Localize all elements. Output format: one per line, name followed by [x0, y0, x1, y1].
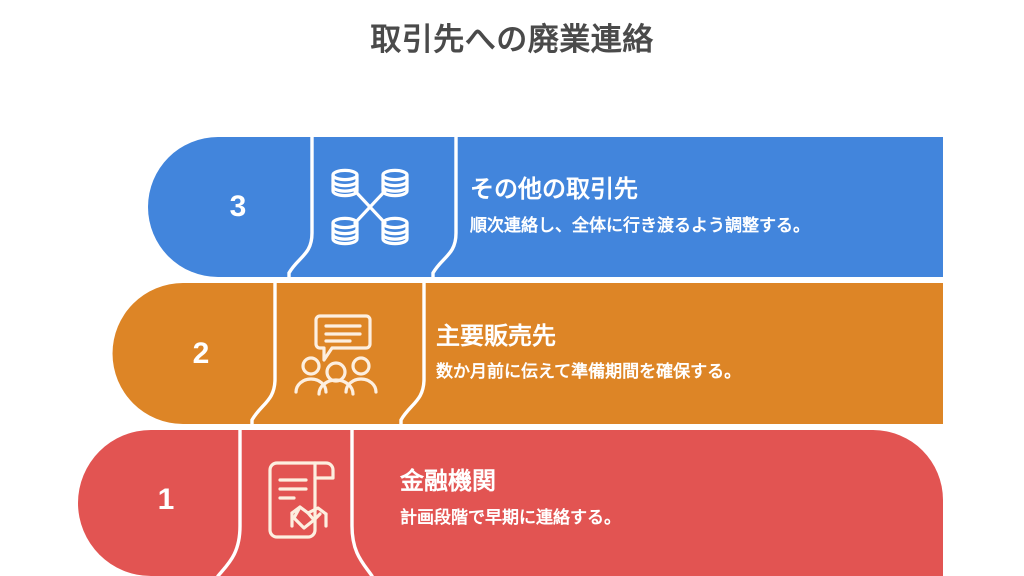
people-speech-bubble-icon [293, 313, 378, 396]
contract-handshake-icon [267, 461, 335, 539]
step-number-2: 2 [192, 336, 210, 370]
step-heading-1: 金融機関 [400, 468, 496, 496]
step-icon-1 [228, 430, 373, 570]
step-description-1: 計画段階で早期に連絡する。 [400, 507, 621, 527]
database-network-icon [331, 168, 409, 246]
step-number-1: 1 [157, 483, 175, 516]
step-description-2: 数か月前に伝えて準備期間を確保する。 [436, 362, 742, 382]
step-row-1: 1 金融機関 計画段階で早期に連絡する。 [78, 426, 943, 576]
step-text-1: 金融機関 計画段階で早期に連絡する。 [400, 430, 870, 568]
step-row-2: 2 主要販売先 数か月前に伝えて準備期間を確保する。 [112, 279, 943, 430]
page-title: 取引先への廃業連絡 [370, 22, 654, 57]
step-row-3: 3 [148, 133, 943, 283]
step-description-3: 順次連絡し、全体に行き渡るよう調整する。 [470, 215, 810, 235]
step-heading-3: その他の取引先 [470, 176, 638, 204]
step-icon-3 [300, 137, 440, 277]
step-number-3: 3 [229, 190, 247, 223]
step-icon-2 [263, 283, 408, 424]
step-text-2: 主要販売先 数か月前に伝えて準備期間を確保する。 [436, 283, 906, 424]
step-heading-2: 主要販売先 [436, 322, 556, 350]
step-bar-1-shape [78, 430, 943, 576]
step-text-3: その他の取引先 順次連絡し、全体に行き渡るよう調整する。 [470, 137, 930, 277]
